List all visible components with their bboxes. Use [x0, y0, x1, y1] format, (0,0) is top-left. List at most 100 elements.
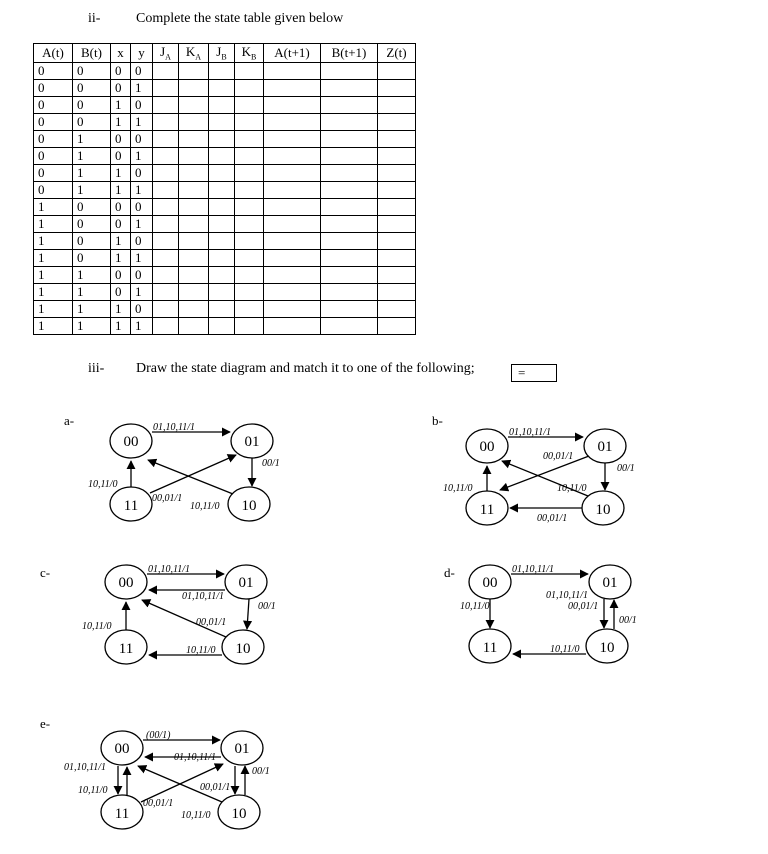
edge-d-label-4: 00,01/1 — [568, 601, 598, 612]
state-e-11 — [100, 794, 144, 830]
state-e-10 — [217, 794, 261, 830]
state-c-01 — [224, 564, 268, 600]
state-d-11 — [468, 628, 512, 664]
col-header-1: B(t) — [72, 43, 111, 63]
edge-b-01-11 — [499, 455, 590, 492]
state-d-01-label: 01 — [603, 575, 618, 591]
state-e-10-label: 10 — [232, 806, 247, 822]
option-b-label: b- — [432, 413, 443, 428]
edge-c-label-2: 01,10,11/1 — [182, 591, 224, 602]
col-header-text: B(t) — [81, 45, 102, 60]
edge-d-label-2: 10,11/0 — [460, 601, 490, 612]
edge-e-label-4: 00/1 — [252, 766, 270, 777]
state-a-00-label: 00 — [124, 434, 139, 450]
state-a-10-label: 10 — [242, 498, 257, 514]
question-2-text: Complete the state table given below — [136, 11, 344, 26]
col-header-text: K — [185, 44, 196, 60]
edge-a-label-2: 00/1 — [262, 458, 280, 469]
edge-b-label-6: 00,01/1 — [537, 513, 567, 524]
state-b-11-label: 11 — [480, 502, 494, 518]
col-header-subscript: B — [221, 52, 227, 62]
col-header-text: K — [241, 44, 252, 60]
state-e-11-label: 11 — [115, 806, 129, 822]
state-e-00-label: 00 — [115, 741, 130, 757]
col-header-10: Z(t) — [377, 43, 416, 63]
edge-c-label-3: 00/1 — [258, 601, 276, 612]
edge-a-label-5: 00,01/1 — [152, 493, 182, 504]
state-b-01-label: 01 — [598, 439, 613, 455]
option-e-label: e- — [40, 716, 51, 731]
state-c-01-label: 01 — [239, 575, 254, 591]
state-c-00-label: 00 — [119, 575, 134, 591]
edge-e-label-1: (00/1) — [146, 730, 171, 741]
edge-e-11-01 — [140, 763, 224, 803]
state-b-00 — [465, 428, 509, 464]
diagram-b: 00 01 10 11 01,10,11/1 00,01/1 00/1 10,1… — [443, 427, 635, 526]
question-2-number: ii- — [88, 11, 101, 26]
col-header-text: A(t+1) — [274, 45, 310, 60]
state-e-01-label: 01 — [235, 741, 250, 757]
state-e-00 — [100, 730, 144, 766]
edge-d-label-6: 10,11/0 — [550, 644, 580, 655]
edge-a-10-00 — [147, 458, 234, 495]
edge-b-label-3: 00/1 — [617, 463, 635, 474]
col-header-subscript: A — [195, 52, 202, 62]
col-header-8: A(t+1) — [263, 43, 321, 63]
diagram-c: 00 01 10 11 01,10,11/1 01,10,11/1 00/1 0… — [82, 564, 276, 665]
edge-b-label-5: 10,11/0 — [557, 483, 587, 494]
option-c-label: c- — [40, 565, 51, 580]
edge-e-label-7: 00,01/1 — [143, 798, 173, 809]
col-header-5: KA — [178, 43, 209, 63]
option-d-label: d- — [444, 565, 455, 580]
question-3-text: Draw the state diagram and match it to o… — [136, 361, 475, 376]
edge-b-label-1: 01,10,11/1 — [509, 427, 551, 438]
col-header-subscript: A — [165, 52, 171, 62]
state-b-00-label: 00 — [480, 439, 495, 455]
edge-e-label-6: 00,01/1 — [200, 782, 230, 793]
col-header-text: J — [216, 44, 222, 60]
question-3-number: iii- — [88, 361, 105, 376]
option-a-label: a- — [64, 413, 75, 428]
edge-c-01-10 — [243, 598, 253, 630]
answer-input-box[interactable]: = — [511, 364, 557, 382]
edge-a-label-3: 10,11/0 — [88, 479, 118, 490]
edge-d-label-1: 01,10,11/1 — [512, 564, 554, 575]
state-d-01 — [588, 564, 632, 600]
state-e-01 — [220, 730, 264, 766]
state-c-11-label: 11 — [119, 641, 133, 657]
state-d-10-label: 10 — [600, 640, 615, 656]
state-a-10 — [227, 486, 271, 522]
edge-e-10-00 — [137, 765, 223, 803]
edge-b-label-4: 10,11/0 — [443, 483, 473, 494]
col-header-text: y — [138, 45, 145, 60]
diagram-d: 00 01 10 11 01,10,11/1 10,11/0 01,10,11/… — [460, 564, 637, 664]
state-a-00 — [109, 423, 153, 459]
state-d-10 — [585, 628, 629, 664]
edge-e-label-5: 10,11/0 — [78, 785, 108, 796]
state-c-10 — [221, 629, 265, 665]
edge-a-label-1: 01,10,11/1 — [153, 422, 195, 433]
edge-c-10-00 — [141, 599, 227, 638]
edge-d-label-3: 01,10,11/1 — [546, 590, 588, 601]
col-header-text: J — [160, 44, 166, 60]
state-a-11-label: 11 — [124, 498, 138, 514]
table-cell-empty[interactable] — [377, 317, 416, 335]
edge-c-label-1: 01,10,11/1 — [148, 564, 190, 575]
